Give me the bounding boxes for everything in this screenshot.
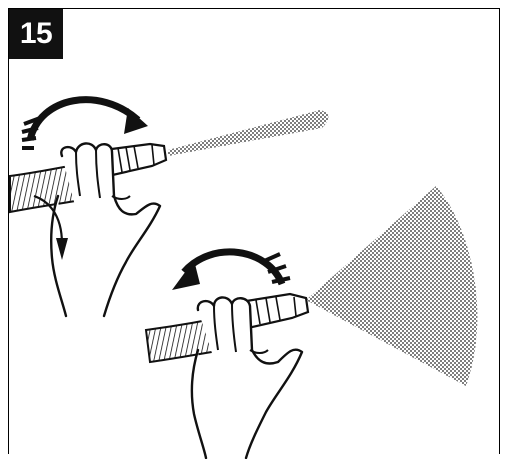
wide-fan-spray bbox=[306, 186, 477, 386]
top-hand bbox=[51, 143, 160, 316]
bottom-nozzle-panel bbox=[146, 186, 477, 458]
narrow-jet-spray bbox=[168, 110, 329, 156]
bottom-hand bbox=[192, 297, 302, 458]
rotate-clockwise-arrow-icon bbox=[30, 100, 138, 140]
